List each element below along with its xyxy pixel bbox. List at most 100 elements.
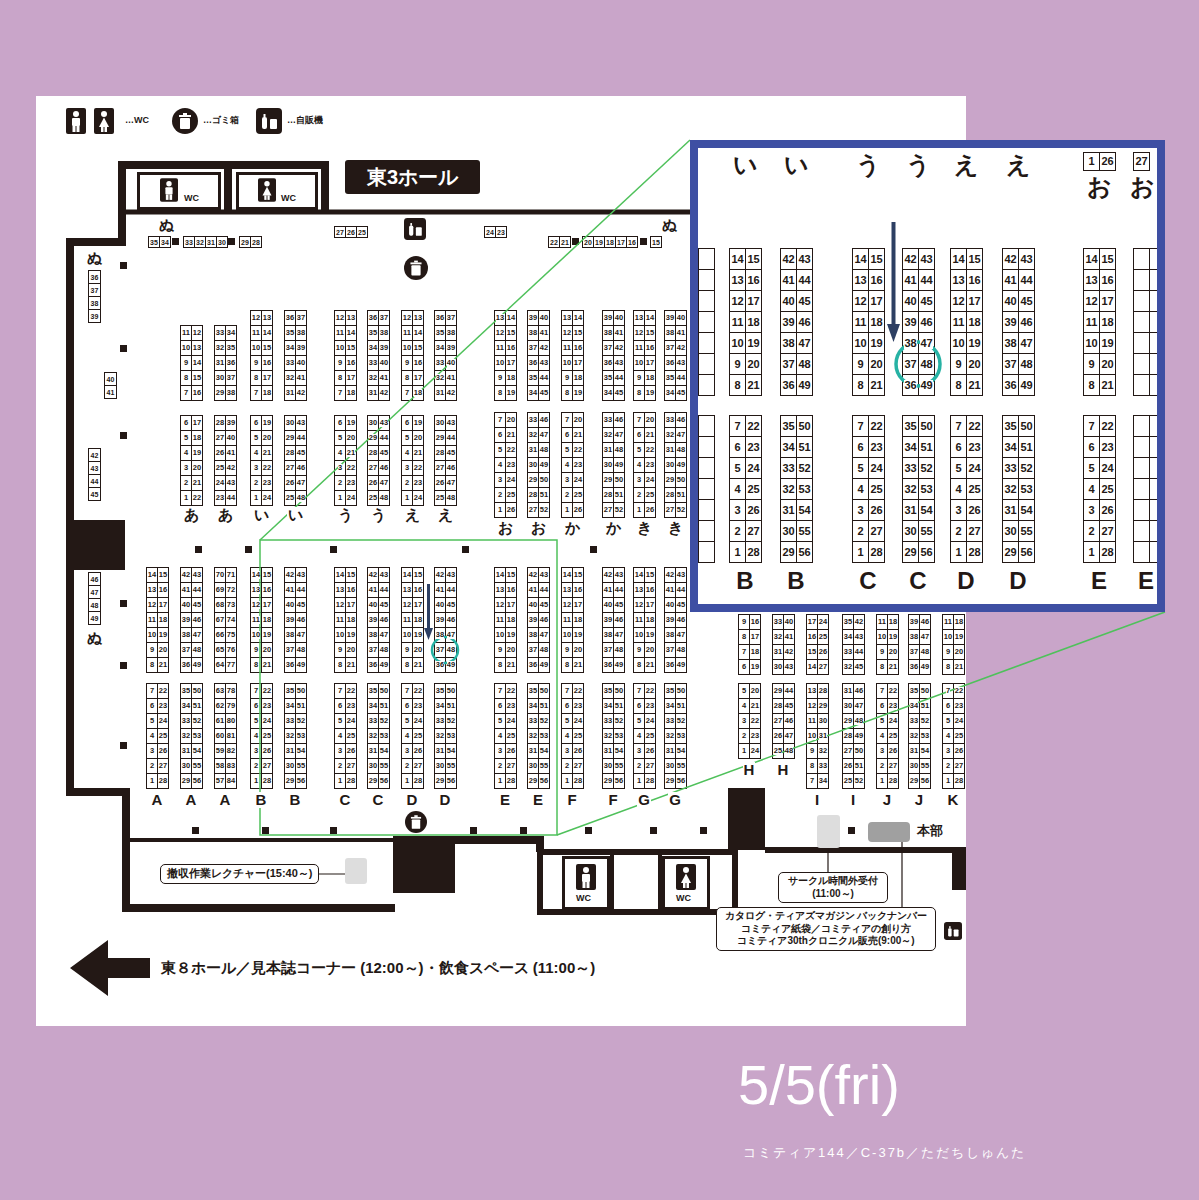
booth-cell: 34 bbox=[225, 325, 237, 341]
booth-cell: 41 bbox=[225, 445, 237, 461]
booth-number: 6 bbox=[254, 419, 258, 427]
booth-number: 32 bbox=[529, 431, 537, 439]
booth-cell: 25 bbox=[817, 629, 829, 645]
booth-cell: 48 bbox=[445, 642, 457, 658]
booth-number: 23 bbox=[889, 702, 897, 710]
booth-number: 38 bbox=[91, 300, 99, 307]
booth-number: 12 bbox=[336, 314, 344, 322]
booth-number: 5 bbox=[405, 434, 409, 442]
booth-cell: 52 bbox=[295, 713, 307, 729]
booth-number: 25 bbox=[507, 732, 515, 740]
map-rect bbox=[540, 852, 735, 912]
booth-number: 30 bbox=[819, 717, 827, 725]
booth-cell: 42 bbox=[295, 385, 307, 401]
booth-number: 4 bbox=[498, 732, 502, 740]
booth-number: 45 bbox=[297, 601, 305, 609]
booth-cell: 46 bbox=[295, 460, 307, 476]
aisle-letter: A bbox=[219, 792, 232, 808]
booth-number: 43 bbox=[540, 571, 548, 579]
booth-cell: 43 bbox=[225, 475, 237, 491]
booth-cell: 50 bbox=[191, 683, 203, 699]
booth-cell: 55 bbox=[378, 758, 390, 774]
booth-number: 20 bbox=[263, 646, 271, 654]
booth-number: 3 bbox=[254, 747, 258, 755]
booth-number: 76 bbox=[227, 646, 235, 654]
booth-cell: 56 bbox=[538, 773, 550, 789]
booth-number: 50 bbox=[380, 687, 388, 695]
booth-number: 40 bbox=[286, 601, 294, 609]
booth-number: 9 bbox=[637, 646, 641, 654]
booth-number: 32 bbox=[286, 374, 294, 382]
booth-number: 40 bbox=[380, 359, 388, 367]
booth-cell: 28 bbox=[572, 773, 584, 789]
booth-number: 22 bbox=[955, 687, 963, 695]
booth-number: 4 bbox=[150, 732, 154, 740]
booth-number: 36 bbox=[182, 661, 190, 669]
booth-number: 63 bbox=[216, 687, 224, 695]
booth-number: 42 bbox=[182, 571, 190, 579]
booth-number: 22 bbox=[347, 464, 355, 472]
booth-cell: 48 bbox=[378, 490, 390, 506]
map-rect bbox=[345, 858, 367, 884]
booth-cell: 22 bbox=[345, 683, 357, 699]
map-rect bbox=[120, 662, 127, 669]
booth-number: 39 bbox=[910, 618, 918, 626]
booth-number: 35 bbox=[286, 687, 294, 695]
booth-number: 15 bbox=[414, 571, 422, 579]
booth-number: 56 bbox=[380, 777, 388, 785]
booth-number: 29 bbox=[216, 389, 224, 397]
booth-cell: 52 bbox=[853, 773, 865, 789]
booth-number: 34 bbox=[286, 344, 294, 352]
booth-cell: 21 bbox=[345, 657, 357, 673]
booth-number: 24 bbox=[751, 747, 759, 755]
booth-cell: 23 bbox=[157, 698, 169, 714]
booth-number: 42 bbox=[369, 571, 377, 579]
booth-number: 26 bbox=[216, 449, 224, 457]
booth-number: 40 bbox=[436, 601, 444, 609]
office-label: 本部 bbox=[916, 824, 944, 838]
booth-number: 47 bbox=[447, 631, 455, 639]
booth-number: 15 bbox=[646, 329, 654, 337]
booth-cell: 51 bbox=[538, 487, 550, 503]
booth-number: 51 bbox=[615, 702, 623, 710]
booth-number: 51 bbox=[447, 702, 455, 710]
booth-cell: 46 bbox=[88, 572, 101, 586]
booth-number: 44 bbox=[447, 586, 455, 594]
booth-number: 55 bbox=[297, 762, 305, 770]
booth-number: 2 bbox=[184, 479, 188, 487]
booth-cell: 21 bbox=[572, 427, 584, 443]
booth-cell: 45 bbox=[88, 487, 101, 501]
booth-number: 14 bbox=[635, 571, 643, 579]
booth-cell: 37 bbox=[378, 310, 390, 326]
booth-number: 27 bbox=[666, 506, 674, 514]
booth-number: 46 bbox=[380, 616, 388, 624]
booth-number: 29 bbox=[666, 476, 674, 484]
booth-number: 3 bbox=[405, 464, 409, 472]
booth-cell: 25 bbox=[157, 728, 169, 744]
booth-number: 26 bbox=[889, 747, 897, 755]
booth-number: 14 bbox=[347, 329, 355, 337]
booth-number: 28 bbox=[666, 491, 674, 499]
booth-number: 29 bbox=[286, 434, 294, 442]
booth-cell: 24 bbox=[887, 713, 899, 729]
aisle-letter: H bbox=[777, 762, 790, 778]
booth-cell: 21 bbox=[644, 657, 656, 673]
booth-number: 15 bbox=[574, 571, 582, 579]
booth-number: 35 bbox=[844, 618, 852, 626]
booth-number: 67 bbox=[216, 616, 224, 624]
booth-number: 21 bbox=[414, 449, 422, 457]
booth-cell: 22 bbox=[749, 713, 761, 729]
booth-cell: 23 bbox=[345, 475, 357, 491]
booth-number: 34 bbox=[819, 777, 827, 785]
booth-number: 55 bbox=[540, 762, 548, 770]
aisle-letter: E bbox=[532, 792, 544, 808]
booth-cell: 16 bbox=[412, 582, 424, 598]
booth-number: 54 bbox=[447, 747, 455, 755]
booth-number: 3 bbox=[498, 476, 502, 484]
booth-number: 20 bbox=[414, 646, 422, 654]
booth-number: 33 bbox=[604, 416, 612, 424]
booth-cell: 14 bbox=[412, 325, 424, 341]
booth-cell: 27 bbox=[157, 758, 169, 774]
booth-number: 31 bbox=[604, 446, 612, 454]
booth-number: 28 bbox=[263, 777, 271, 785]
